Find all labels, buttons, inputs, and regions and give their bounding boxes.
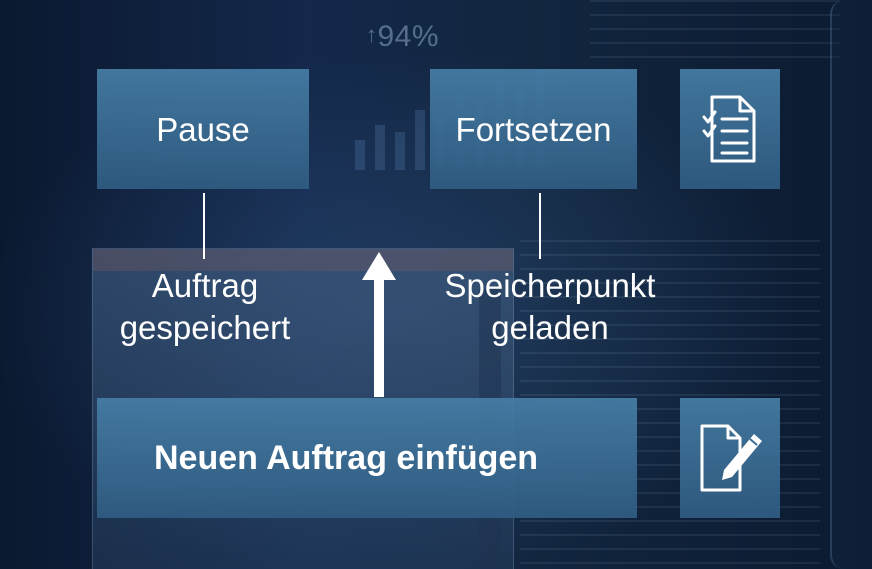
insert-job-box: Neuen Auftrag einfügen	[97, 398, 637, 518]
background-stat-value: 94%	[377, 20, 440, 53]
background-edge-panel	[830, 0, 872, 569]
checklist-tile	[680, 69, 780, 189]
checklist-document-icon	[702, 95, 756, 163]
background-stat: ↑94%	[366, 20, 439, 54]
pause-label: Pause	[156, 110, 250, 148]
arrow-up-icon: ↑	[366, 22, 378, 47]
background-code-lines-top	[590, 0, 840, 60]
connector-line-left	[203, 193, 205, 259]
caption-saved: Auftrag gespeichert	[95, 265, 315, 349]
resume-label: Fortsetzen	[455, 110, 612, 148]
edit-document-icon	[700, 424, 762, 492]
arrow-up-icon	[362, 252, 396, 397]
background-screen-header	[93, 249, 513, 271]
insert-job-label: Neuen Auftrag einfügen	[154, 439, 539, 477]
caption-saved-line2: gespeichert	[119, 309, 291, 346]
resume-box: Fortsetzen	[430, 69, 637, 189]
edit-tile	[680, 398, 780, 518]
caption-saved-line1: Auftrag	[151, 267, 259, 304]
pause-box: Pause	[97, 69, 309, 189]
connector-line-right	[539, 193, 541, 259]
caption-loaded-line2: geladen	[491, 309, 609, 346]
caption-loaded-line1: Speicherpunkt	[444, 267, 656, 304]
caption-loaded: Speicherpunkt geladen	[420, 265, 680, 349]
